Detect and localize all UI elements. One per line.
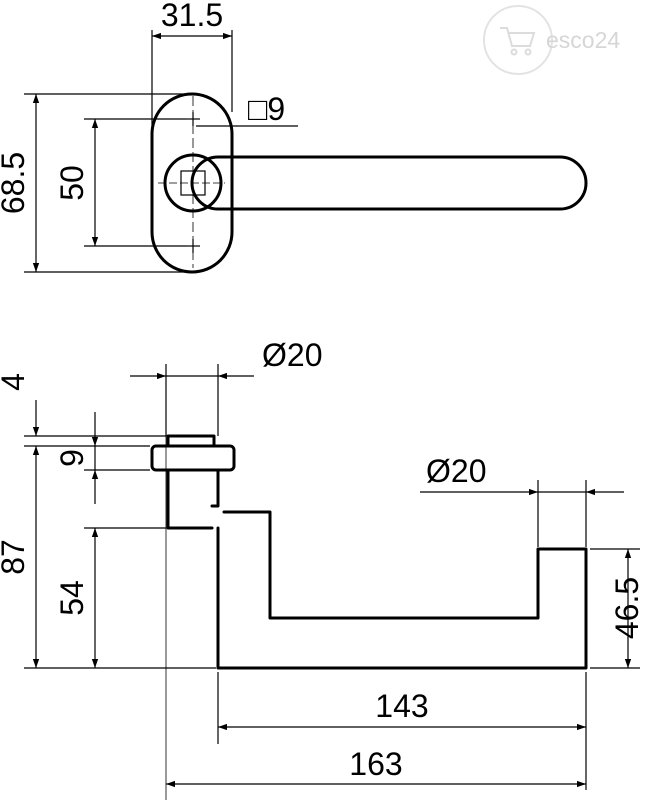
dim-rose-width: 31.5 <box>161 0 223 33</box>
dim-cap-height: 9 <box>54 449 90 467</box>
dim-rose-diameter: Ø20 <box>262 337 322 373</box>
dim-grip-diameter: Ø20 <box>426 453 486 489</box>
dim-rose-thickness: 4 <box>0 373 31 391</box>
dim-grip-height: 46.5 <box>609 577 645 639</box>
dim-rose-height: 68.5 <box>0 152 31 214</box>
brand-logo: esco24 <box>483 5 620 75</box>
shopping-cart-icon <box>500 27 536 56</box>
rose-flange <box>150 444 236 472</box>
neck <box>166 468 214 530</box>
dim-spindle-square: □9 <box>248 91 285 127</box>
logo-text: esco24 <box>546 27 620 53</box>
top-view: 31.5 □9 68.5 50 <box>0 0 588 274</box>
lever-outline-top <box>216 155 588 211</box>
side-view: Ø20 4 9 87 54 Ø20 46.5 <box>0 337 645 800</box>
lever-outline-side <box>216 510 588 670</box>
dim-rise: 54 <box>54 580 90 616</box>
dim-total-height: 87 <box>0 539 31 575</box>
dim-projection-total: 163 <box>349 746 402 782</box>
rose-plate <box>150 92 234 274</box>
dim-hole-spacing: 50 <box>54 165 90 201</box>
dim-projection-inner: 143 <box>375 688 428 724</box>
